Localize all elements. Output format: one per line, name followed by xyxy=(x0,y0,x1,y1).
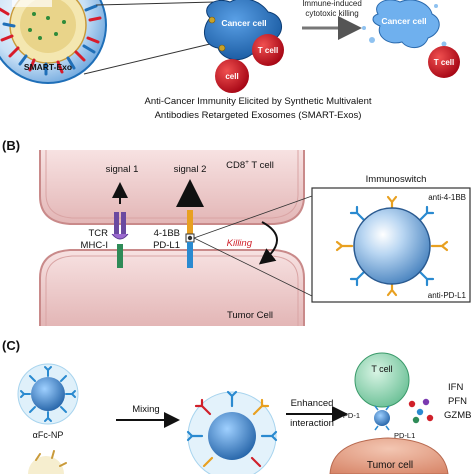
tumor-cell-membrane xyxy=(39,249,305,326)
tumor-cell-label: Tumor Cell xyxy=(227,310,273,321)
antibody-particle-bottom xyxy=(28,450,67,474)
bridging-np xyxy=(374,405,390,431)
cd8-label: CD8+ T cell xyxy=(226,159,274,171)
bb-pdl1-complex xyxy=(185,210,195,268)
t-cell-right-label: T cell xyxy=(434,58,454,67)
signal-2-label: signal 2 xyxy=(174,164,207,175)
tcr-label: TCR xyxy=(88,228,108,239)
t-cell-green-label: T cell xyxy=(371,364,392,374)
smart-exo-diagram: SMART-Exo xyxy=(0,0,107,84)
t-cell-right: T cell xyxy=(428,46,460,78)
pd1-label: PD-1 xyxy=(343,411,360,420)
panel-b: (B) CD8+ T cell Tumor Cell signal 1 sign… xyxy=(2,138,471,326)
cancer-cell-right: Cancer cell xyxy=(362,0,447,48)
immunoswitch-title: Immunoswitch xyxy=(366,174,427,185)
ifn-label: IFN xyxy=(448,382,463,393)
t-cell-green: T cell xyxy=(354,352,410,408)
smart-exo-label: SMART-Exo xyxy=(24,62,72,72)
panel-b-label: (B) xyxy=(2,138,20,153)
enhanced-label-1: Enhanced xyxy=(291,398,334,409)
signal-1-label: signal 1 xyxy=(106,164,139,175)
cytokine-dots xyxy=(408,398,434,424)
panel-c-label: (C) xyxy=(2,338,20,353)
mhc-label: MHC-I xyxy=(81,240,108,251)
killing-label: Killing xyxy=(227,238,253,249)
immunoswitch-particle xyxy=(335,195,449,297)
killing-curved-arrow xyxy=(258,221,278,265)
panel-a-caption-1: Anti-Cancer Immunity Elicited by Synthet… xyxy=(144,96,371,107)
afc-np-label: αFc-NP xyxy=(33,430,64,440)
t-cell-small-label: cell xyxy=(225,72,238,81)
t-cell-2: cell xyxy=(215,59,249,93)
panel-c: (C) αFc-NP Mixing xyxy=(2,338,471,474)
tcr-mhc-complex xyxy=(111,212,129,268)
cancer-cell-right-label: Cancer cell xyxy=(381,16,426,26)
afc-np-particle xyxy=(17,363,79,425)
killing-text-1: Immune-induced xyxy=(302,0,362,8)
anti-41bb-label: anti-4-1BB xyxy=(428,193,466,202)
killing-text-2: cytotoxic killing xyxy=(305,9,358,18)
enhanced-label-2: interaction xyxy=(290,418,334,429)
gzmb-label: GZMB xyxy=(444,410,471,421)
mixing-label: Mixing xyxy=(132,404,159,415)
pdl1-c-label: PD-L1 xyxy=(394,431,415,440)
tumor-cell-pink: Tumor cell xyxy=(329,437,449,474)
anti-pdl1-label: anti-PD-L1 xyxy=(428,291,467,300)
pfn-label: PFN xyxy=(448,396,467,407)
pdl1-label: PD-L1 xyxy=(153,240,180,251)
bb-label: 4-1BB xyxy=(154,228,180,239)
panel-a-caption-2: Antibodies Retargeted Exosomes (SMART-Ex… xyxy=(155,110,362,121)
cancer-cell-label: Cancer cell xyxy=(221,18,266,28)
cd8-t-cell-membrane xyxy=(39,150,305,225)
assembled-particle xyxy=(186,390,278,474)
tumor-cell-c-label: Tumor cell xyxy=(367,460,413,471)
t-cell-1: T cell xyxy=(252,34,284,66)
panel-a: SMART-Exo Cancer cell T cell cell Immune… xyxy=(0,0,460,121)
t-cell-label: T cell xyxy=(258,46,278,55)
